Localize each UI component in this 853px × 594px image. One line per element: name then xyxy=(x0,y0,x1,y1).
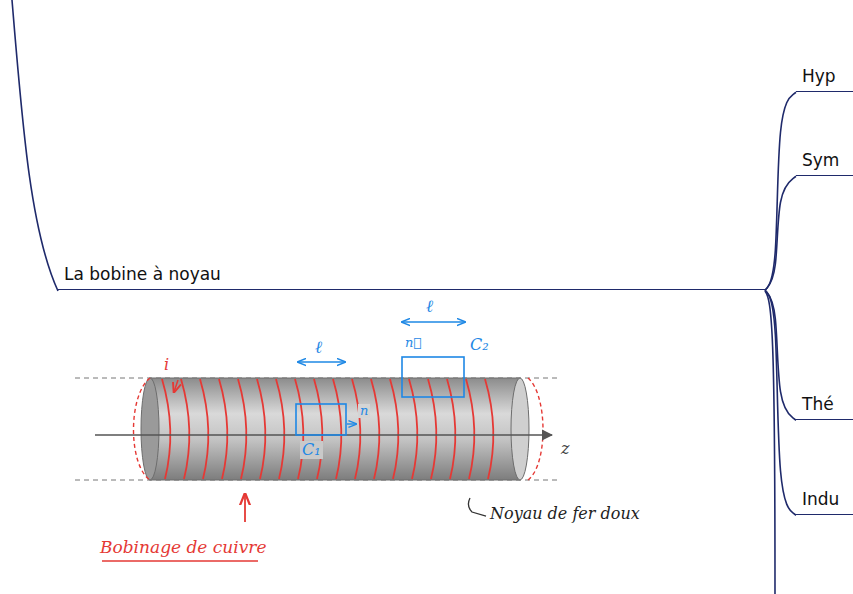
winding-turn xyxy=(200,379,208,479)
topic-text: Hyp xyxy=(802,66,849,87)
winding-turn xyxy=(257,379,265,479)
winding-turn xyxy=(181,379,189,479)
winding-end xyxy=(528,378,543,480)
winding-turn xyxy=(371,379,379,479)
core-end xyxy=(511,378,529,480)
root-topic: La bobine à noyau xyxy=(58,264,765,290)
contour-c2 xyxy=(402,357,464,397)
winding-turn xyxy=(428,379,436,479)
topic-text: Thé xyxy=(802,394,849,415)
length-arrow xyxy=(402,321,465,323)
winding-label: Bobinage de cuivre xyxy=(100,538,267,557)
branch-topic: Sym xyxy=(796,150,853,176)
current-arrow xyxy=(174,380,178,392)
pointer-hook xyxy=(468,498,486,516)
winding-turn xyxy=(409,379,417,479)
winding-end xyxy=(134,378,151,480)
winding-turn xyxy=(162,379,170,479)
branch-line xyxy=(12,0,58,291)
copper-winding xyxy=(162,379,493,479)
winding-turn xyxy=(314,379,322,479)
contour-c1 xyxy=(296,404,346,435)
branch-topic: Thé xyxy=(796,394,853,420)
winding-turn xyxy=(352,379,360,479)
core-label: Noyau de fer doux xyxy=(490,505,640,523)
winding-turn xyxy=(219,379,227,479)
length-label: ℓ xyxy=(315,338,322,357)
topic-text: Sym xyxy=(802,150,849,171)
branch-connector xyxy=(765,290,796,420)
branch-connector xyxy=(765,92,796,290)
normal-label: n⃗ xyxy=(405,336,421,350)
winding-turn xyxy=(485,379,493,479)
winding-turn xyxy=(333,379,341,479)
branch-topic: Indu xyxy=(796,489,853,515)
pointer-arrow xyxy=(244,494,246,522)
core-end xyxy=(141,378,159,480)
contour-label: C₁ xyxy=(300,441,323,459)
axis-label: z xyxy=(561,440,569,458)
branch-line xyxy=(765,291,775,594)
topic-text: Indu xyxy=(802,489,849,510)
length-label: ℓ xyxy=(426,297,433,316)
branch-connector xyxy=(765,290,796,515)
topic-text: La bobine à noyau xyxy=(64,264,761,285)
winding-turn xyxy=(447,379,455,479)
winding-turn xyxy=(390,379,398,479)
winding-turn xyxy=(276,379,284,479)
branch-connector xyxy=(765,176,796,290)
contour-label: C₂ xyxy=(470,336,489,354)
label-underline xyxy=(102,560,258,561)
winding-turn xyxy=(466,379,474,479)
current-label: i xyxy=(164,356,169,374)
winding-turn xyxy=(238,379,246,479)
normal-label: n xyxy=(358,404,370,418)
branch-topic: Hyp xyxy=(796,66,853,92)
orientation-arrow xyxy=(347,423,356,424)
length-arrow xyxy=(298,361,345,363)
